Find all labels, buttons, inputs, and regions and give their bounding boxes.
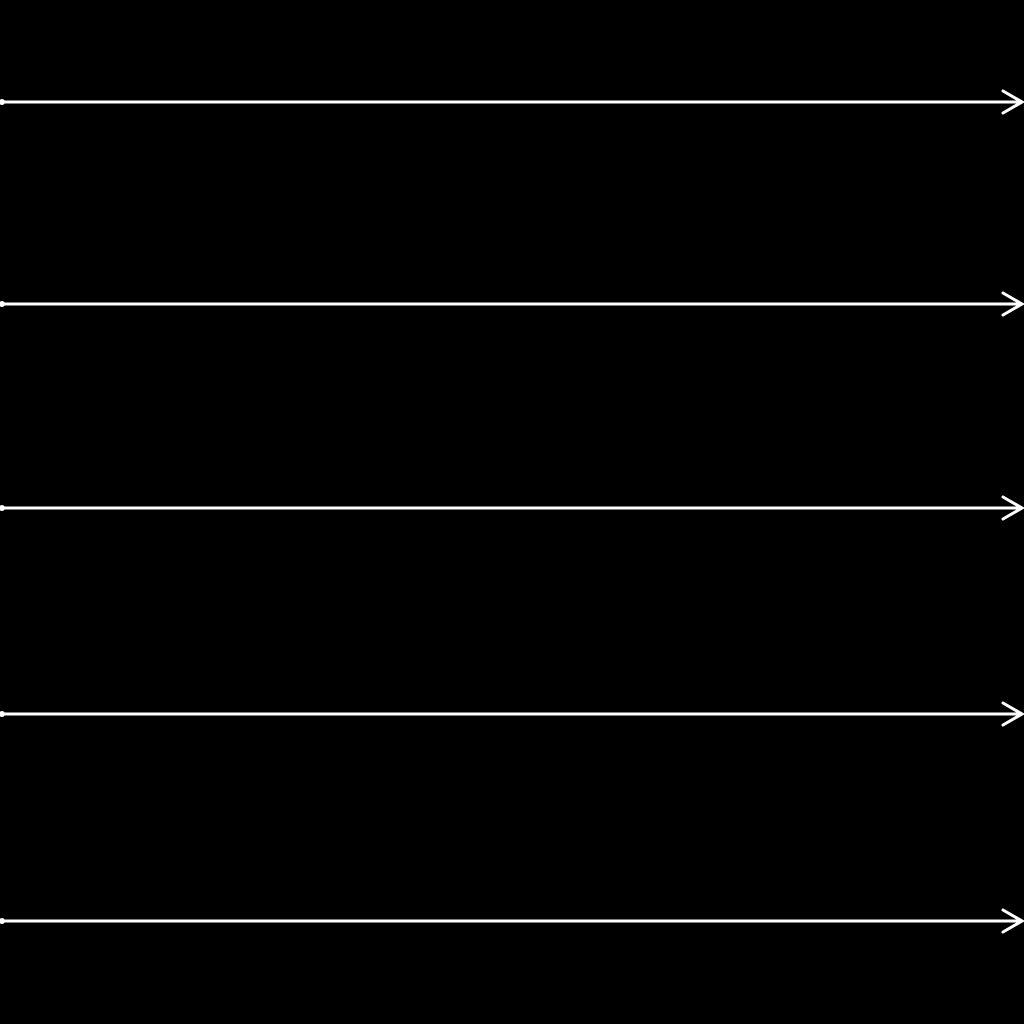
arrow-head-chevron [1001,908,1024,934]
arrow-head-chevron [1001,701,1024,727]
arrow-head-chevron [1001,495,1024,521]
arrow-head-chevron [1001,89,1024,115]
arrow-5 [0,908,1024,934]
arrow-1 [0,89,1024,115]
arrow-2 [0,291,1024,317]
arrows-layer [0,89,1024,934]
arrow-3 [0,495,1024,521]
arrow-head-chevron [1001,291,1024,317]
arrow-4 [0,701,1024,727]
